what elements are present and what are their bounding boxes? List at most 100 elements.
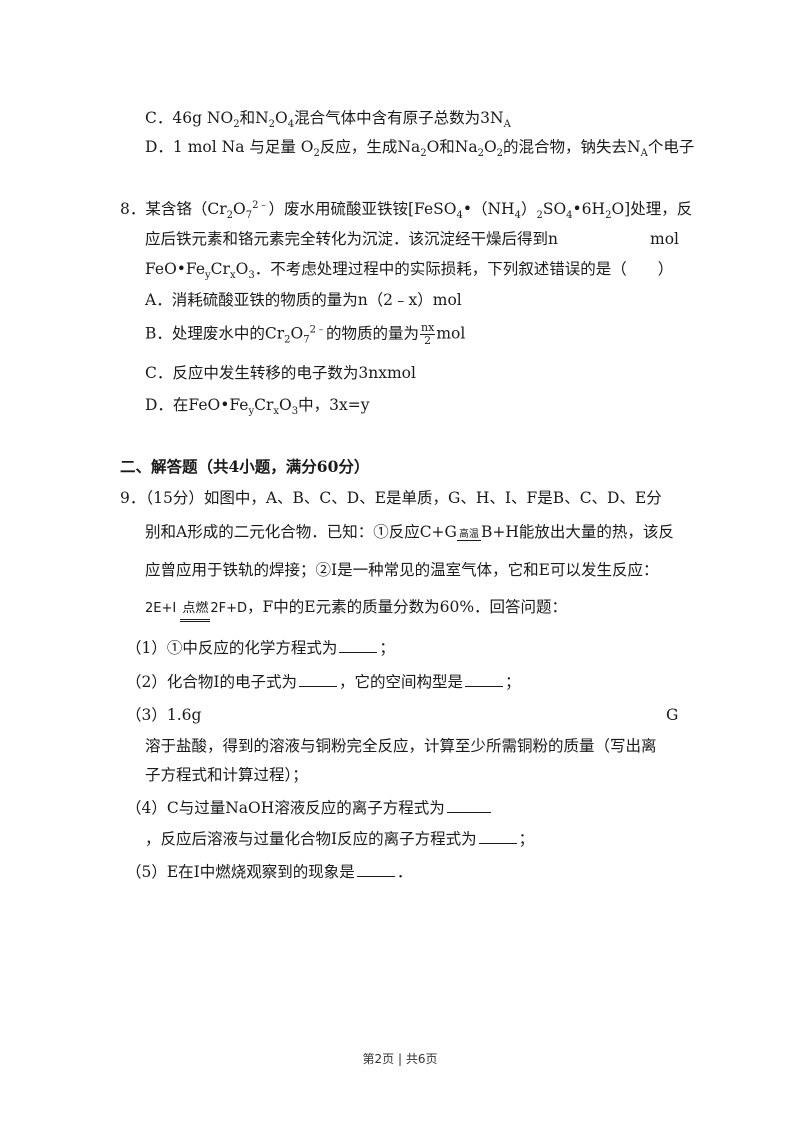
- subscript: x: [229, 270, 236, 282]
- text: 2E+I: [145, 601, 177, 616]
- text: O: [279, 396, 292, 414]
- text: 个电子: [647, 138, 695, 156]
- text: FeO•Fe: [145, 260, 206, 278]
- text: 溶于盐酸，得到的溶液与铜粉完全反应，计算至少所需铜粉的质量（写出离: [145, 737, 657, 755]
- subscript: 4: [287, 119, 295, 131]
- text: （3）1.6g: [126, 706, 202, 724]
- text: SO: [542, 200, 567, 218]
- text: ；: [379, 639, 395, 657]
- superscript: 2﹣: [252, 199, 269, 211]
- text: ）: [520, 200, 537, 218]
- text: O]处理，反: [611, 200, 693, 218]
- text: •（NH: [462, 200, 515, 218]
- subscript: A: [503, 119, 511, 131]
- subscript: y: [248, 406, 255, 418]
- subscript: 2: [536, 210, 543, 222]
- text: C．46g NO: [145, 109, 234, 127]
- q8-stem-line-1: 8．某含铬（Cr2O72﹣）废水用硫酸亚铁铵[FeSO4•（NH4）2SO4•6…: [120, 199, 693, 222]
- answer-blank[interactable]: [446, 798, 491, 813]
- text: ）废水用硫酸亚铁铵[FeSO: [268, 200, 457, 218]
- text: 2F+D: [210, 601, 248, 616]
- answer-blank[interactable]: [339, 638, 378, 653]
- text: 8．某含铬（Cr: [120, 200, 227, 218]
- text: ．: [396, 863, 413, 881]
- subscript: 2: [496, 148, 504, 160]
- fraction-numerator: nx: [420, 321, 436, 335]
- q7-option-c: C．46g NO2和N2O4混合气体中含有原子总数为3NA: [145, 108, 511, 131]
- answer-blank[interactable]: [478, 829, 517, 844]
- text: mol: [650, 230, 679, 248]
- subscript: 2: [477, 148, 484, 160]
- text: 的物质的量为: [326, 324, 420, 343]
- text: •6H: [572, 200, 606, 218]
- subscript: 4: [514, 210, 521, 222]
- q9-part-1: （1）①中反应的化学方程式为 ；: [126, 638, 395, 658]
- answer-blank[interactable]: [356, 862, 395, 877]
- q8-option-c: C．反应中发生转移的电子数为3nxmol: [145, 363, 416, 383]
- text: （2）化合物I的电子式为: [126, 673, 297, 691]
- subscript: 2: [313, 148, 320, 160]
- subscript: 4: [566, 210, 573, 222]
- text: ．不考虑处理过程中的实际损耗，下列叙述错误的是（ ）: [254, 260, 674, 278]
- text: Cr: [254, 396, 274, 414]
- text: ，F中的E元素的质量分数为60%．回答问题：: [247, 598, 568, 616]
- subscript: y: [205, 270, 211, 282]
- text: （1）①中反应的化学方程式为: [126, 639, 338, 657]
- text: 应曾应用于铁轨的焊接；②I是一种常见的温室气体，它和E可以发生反应：: [145, 561, 659, 579]
- reaction-arrow: 高温: [456, 529, 481, 542]
- subscript: 3: [248, 270, 255, 282]
- text: G: [666, 706, 679, 724]
- text: 别和A形成的二元化合物．已知：①反应C+G: [145, 523, 457, 541]
- superscript: 2﹣: [309, 324, 327, 336]
- q7-option-d: D．1 mol Na 与足量 O2反应，生成Na2O和Na2O2的混合物，钠失去…: [145, 137, 695, 160]
- subscript: A: [640, 148, 648, 160]
- text: O: [233, 200, 246, 218]
- q9-part-5: （5）E在I中燃烧观察到的现象是 ．: [126, 862, 412, 882]
- q9-stem-line-3: 应曾应用于铁轨的焊接；②I是一种常见的温室气体，它和E可以发生反应：: [145, 560, 658, 580]
- text: D．在FeO•Fe: [145, 396, 249, 414]
- q8-option-a: A．消耗硫酸亚铁的物质的量为n（2﹣x）mol: [145, 290, 462, 310]
- q8-stem-line-3: FeO•FeyCrxO3．不考虑处理过程中的实际损耗，下列叙述错误的是（ ）: [145, 259, 674, 282]
- text: 9．（15分）如图中，A、B、C、D、E是单质，G、H、I、F是B、C、D、E分: [120, 489, 662, 507]
- q9-part-3-line-2: 溶于盐酸，得到的溶液与铜粉完全反应，计算至少所需铜粉的质量（写出离: [145, 736, 657, 756]
- fraction-denominator: 2: [424, 334, 432, 347]
- text: O: [483, 138, 497, 156]
- answer-blank[interactable]: [465, 672, 504, 687]
- q8-stem-line-2: 应后铁元素和铬元素完全转化为沉淀．该沉淀经干燥后得到n: [145, 229, 558, 249]
- text: 和N: [239, 109, 269, 127]
- text: （5）E在I中燃烧观察到的现象是: [126, 863, 355, 881]
- text: ，反应后溶液与过量化合物I反应的离子方程式为: [145, 830, 477, 848]
- subscript: 3: [291, 406, 299, 418]
- text: B+H能放出大量的热，该反: [480, 523, 674, 541]
- subscript: 7: [245, 210, 253, 222]
- q8-option-d: D．在FeO•FeyCrxO3中，3x=y: [145, 395, 370, 418]
- text: 的混合物，钠失去N: [503, 138, 641, 156]
- q9-part-4: （4）C与过量NaOH溶液反应的离子方程式为: [126, 798, 493, 818]
- subscript: 2: [268, 119, 276, 131]
- text: 应后铁元素和铬元素完全转化为沉淀．该沉淀经干燥后得到n: [145, 230, 558, 248]
- q9-part-3-line-3: 子方程式和计算过程）；: [145, 765, 308, 785]
- text: Cr: [210, 260, 230, 278]
- text: B．处理废水中的Cr: [145, 324, 285, 343]
- page-number: 第2页 | 共6页: [362, 1052, 438, 1066]
- text: O和Na: [426, 138, 478, 156]
- reaction-condition: 高温: [456, 529, 481, 541]
- text: O: [275, 109, 288, 127]
- text: ；: [505, 673, 521, 691]
- text: O: [290, 324, 304, 343]
- answer-blank[interactable]: [299, 672, 337, 687]
- text: 中，3x=y: [298, 396, 370, 414]
- subscript: 4: [456, 210, 463, 222]
- subscript: 7: [303, 334, 310, 346]
- q9-part-4-line-2: ，反应后溶液与过量化合物I反应的离子方程式为；: [145, 829, 534, 849]
- text: A．消耗硫酸亚铁的物质的量为n（2﹣x）mol: [145, 291, 462, 309]
- text: 反应，生成Na: [319, 138, 421, 156]
- subscript: 2: [233, 119, 240, 131]
- page-footer: 第2页 | 共6页: [0, 1050, 800, 1067]
- text: 二、解答题（共4小题，满分60分）: [120, 457, 370, 476]
